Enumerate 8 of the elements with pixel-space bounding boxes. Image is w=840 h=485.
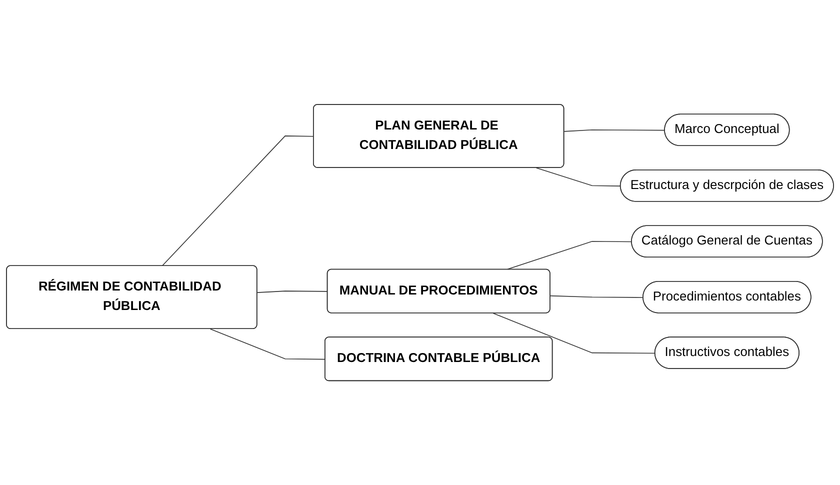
connector [506,240,632,270]
connector [162,135,314,266]
connector [256,290,328,293]
connector [550,295,644,298]
connector [210,328,326,360]
connector [536,167,622,186]
connector [564,129,666,132]
connector [492,312,656,354]
